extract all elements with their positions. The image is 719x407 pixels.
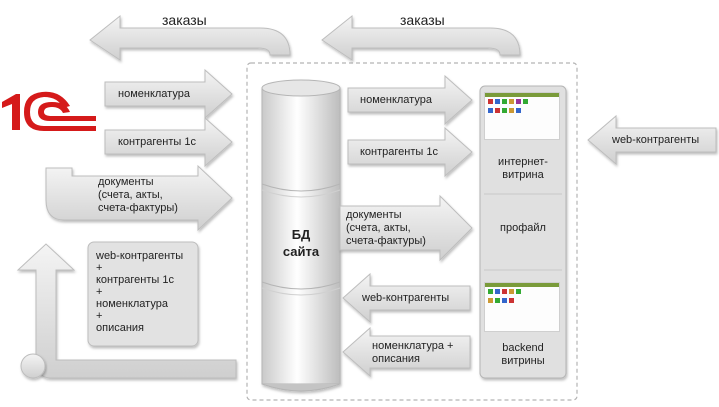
database-cylinder	[261, 79, 341, 392]
storefront-label: интернет- витрина	[498, 156, 548, 181]
start-dot	[20, 353, 46, 379]
top-arrow-left	[89, 14, 291, 61]
storefront-thumbnail	[484, 92, 560, 140]
orders-label-left: заказы	[162, 12, 207, 28]
mid-arrow-web-counterparties	[342, 272, 471, 324]
mid-web-counterparties-label: web-контрагенты	[362, 292, 450, 304]
orders-label-right: заказы	[400, 12, 445, 28]
mid-arrow-counterparties	[347, 126, 473, 178]
backend-label: backend витрины	[501, 342, 545, 367]
external-arrow-web-counterparties	[587, 114, 717, 166]
system-boundary	[246, 62, 578, 401]
database-label: БД сайта	[282, 227, 320, 259]
left-counterparties-label: контрагенты 1с	[118, 136, 196, 148]
mid-arrow-nomenclature	[347, 74, 473, 126]
left-documents-label: документы (счета, акты, счета-фактуры)	[98, 176, 178, 214]
mid-documents-label: документы (счета, акты, счета-фактуры)	[346, 209, 426, 247]
left-box-combined	[87, 241, 199, 347]
left-arrow-documents	[45, 164, 233, 232]
left-arrow-nomenclature	[104, 68, 233, 120]
mid-arrow-nomenclature-desc	[342, 326, 471, 378]
mid-nomenclature-desc-label: номенклатура + описания	[372, 340, 454, 365]
mid-arrow-documents	[339, 194, 473, 262]
backend-thumbnail	[484, 282, 560, 332]
left-combined-label: web-контрагенты + контрагенты 1с + номен…	[96, 250, 184, 334]
top-arrow-right	[321, 14, 521, 61]
left-nomenclature-label: номенклатура	[118, 88, 190, 100]
left-arrow-counterparties	[104, 116, 233, 168]
external-web-counterparties-label: web-контрагенты	[612, 134, 700, 146]
profile-label: профайл	[500, 222, 546, 234]
logo-1c	[2, 91, 96, 131]
mid-counterparties-label: контрагенты 1с	[360, 146, 438, 158]
mid-nomenclature-label: номенклатура	[360, 94, 432, 106]
